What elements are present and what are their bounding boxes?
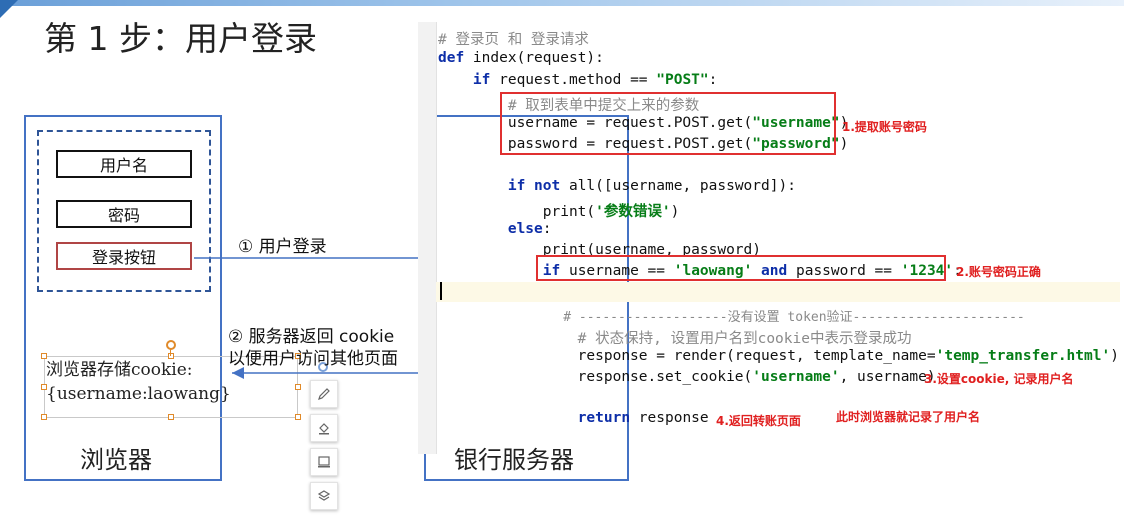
text-cursor [440,282,442,300]
code-line-15: # 状态保持, 设置用户名到cookie中表示登录成功 [438,331,912,347]
connector-handle-icon[interactable] [318,362,328,372]
annotation-1: 1.提取账号密码 [842,120,927,134]
server-label: 银行服务器 [454,446,574,474]
code-line-2: def index(request): [438,50,604,66]
cookie-storage-line2: {username:laowang} [46,384,231,404]
login-form-area [37,130,211,292]
rotate-handle-stem [170,349,171,356]
code-line-4: # 取到表单中提交上来的参数 [438,98,700,114]
cookie-storage-line1: 浏览器存储cookie: [46,360,193,380]
code-line-19: return response [577,410,709,426]
response-arrow-label-line1: ② 服务器返回 cookie [228,327,395,347]
resize-handle[interactable] [295,384,301,390]
pencil-icon[interactable] [310,380,338,408]
code-line-3: if request.method == "POST": [472,72,718,88]
layers-icon[interactable] [310,482,338,510]
code-line-5: username = request.POST.get("username") [438,115,849,131]
response-arrow-label-line2: 以便用户访问其他页面 [228,349,398,369]
code-line-17: response.set_cookie('username', username… [438,369,936,385]
username-field[interactable]: 用户名 [56,150,192,178]
annotation-5: 此时浏览器就记录了用户名 [836,410,981,424]
code-line-10: else: [507,221,552,237]
rotate-handle-icon[interactable] [166,340,176,350]
code-line-12: if username == 'laowang' and password ==… [542,263,962,279]
browser-label: 浏览器 [80,446,152,474]
annotation-3: 3.设置cookie, 记录用户名 [924,372,1074,386]
frame-icon[interactable] [310,448,338,476]
code-line-11: print(username, password) [438,242,762,258]
request-arrow-label: ① 用户登录 [238,237,327,257]
annotation-4: 4.返回转账页面 [716,414,801,428]
resize-handle[interactable] [295,414,301,420]
annotation-2: 2.账号密码正确 [956,265,1041,279]
credentials-check-highlight [536,255,946,281]
resize-handle[interactable] [41,414,47,420]
resize-handle[interactable] [168,353,174,359]
browser-panel [24,115,222,481]
login-button[interactable]: 登录按钮 [56,242,192,270]
current-line-highlight [436,282,1120,302]
extract-params-highlight [500,92,836,155]
code-line-1: # 登录页 和 登录请求 [438,32,589,48]
code-line-16: response = render(request, template_name… [438,348,1119,364]
editor-gutter [418,22,437,454]
code-line-9: print('参数错误') [438,204,680,220]
page-title: 第 1 步：用户登录 [44,19,317,58]
top-accent-bar [0,0,1124,6]
code-line-14: # -------------------没有设置 token验证-------… [438,310,1025,325]
resize-handle[interactable] [41,384,47,390]
fill-icon[interactable] [310,414,338,442]
resize-handle[interactable] [41,353,47,359]
cookie-storage-note[interactable]: 浏览器存储cookie: {username:laowang} [46,358,296,416]
code-line-8: if not all([username, password]): [507,178,796,194]
code-line-6: password = request.POST.get("password") [438,136,849,152]
resize-handle[interactable] [295,353,301,359]
resize-handle[interactable] [168,414,174,420]
password-field[interactable]: 密码 [56,200,192,228]
